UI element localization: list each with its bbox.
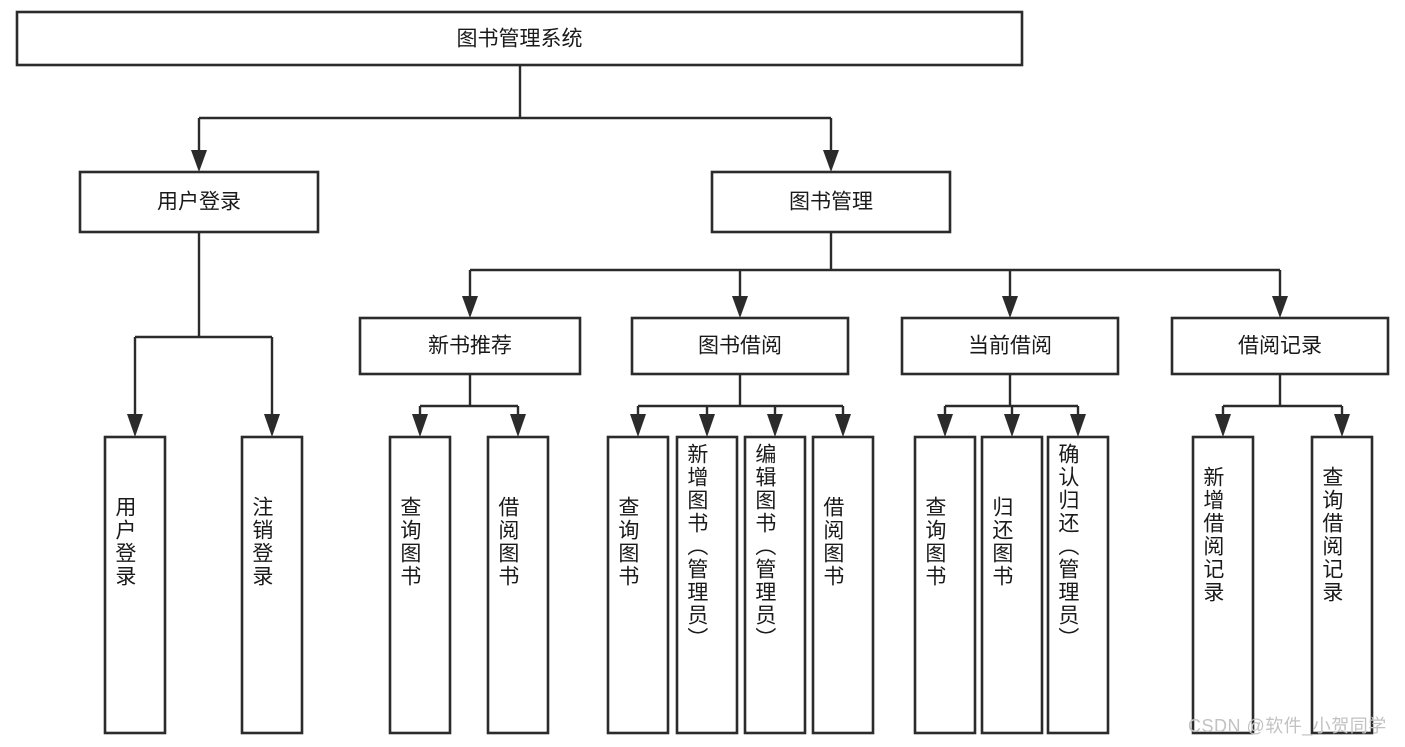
arrow-to-borrow bbox=[732, 296, 748, 318]
leaf-box-add-book-admin[interactable] bbox=[675, 435, 739, 735]
node-box[interactable] bbox=[900, 316, 1120, 376]
edge-group bbox=[127, 65, 1350, 437]
node-current-borrow[interactable]: 当前借阅 bbox=[900, 316, 1120, 376]
leaf-box-confirm-return-admin[interactable] bbox=[1046, 435, 1110, 735]
arrow-record-l1 bbox=[1215, 414, 1231, 437]
node-box[interactable] bbox=[630, 316, 850, 376]
arrow-to-current-borrow bbox=[1002, 296, 1018, 318]
node-book-borrow[interactable]: 图书借阅 bbox=[630, 316, 850, 376]
node-book-management-system[interactable]: 图书管理系统 bbox=[15, 10, 1024, 67]
arrow-current-l2 bbox=[1004, 414, 1020, 437]
leaf-box-add-borrow-record[interactable] bbox=[1191, 435, 1255, 735]
node-user-login[interactable]: 用户登录 bbox=[78, 170, 320, 234]
node-label: 借阅记录 bbox=[1238, 335, 1322, 358]
node-new-book-recommend[interactable]: 新书推荐 bbox=[358, 316, 582, 376]
leaf-box-borrow-book[interactable] bbox=[811, 435, 875, 735]
node-label: 图书管理系统 bbox=[457, 28, 583, 51]
node-label: 图书管理 bbox=[789, 191, 873, 214]
arrow-to-user-login bbox=[191, 150, 207, 172]
csdn-watermark: CSDN @软件_小贺同学 bbox=[1188, 716, 1387, 736]
leaf-box-query-book-newbook[interactable] bbox=[388, 435, 452, 735]
arrow-current-l3 bbox=[1070, 414, 1086, 437]
node-box[interactable] bbox=[358, 316, 582, 376]
node-box[interactable] bbox=[15, 10, 1024, 67]
leaf-box-logout[interactable] bbox=[240, 435, 304, 735]
arrow-user-login-l1 bbox=[127, 414, 143, 437]
arrow-to-book-mgmt bbox=[823, 150, 839, 172]
node-label: 新书推荐 bbox=[428, 335, 512, 358]
node-borrow-record[interactable]: 借阅记录 bbox=[1170, 316, 1390, 376]
leaf-box-return-book[interactable] bbox=[980, 435, 1044, 735]
arrow-borrow-l2 bbox=[699, 414, 715, 437]
node-box[interactable] bbox=[1170, 316, 1390, 376]
leaf-box-borrow-book-newbook[interactable] bbox=[486, 435, 550, 735]
node-box[interactable] bbox=[78, 170, 320, 234]
arrow-borrow-l3 bbox=[767, 414, 783, 437]
leaf-box-group bbox=[103, 435, 1374, 735]
leaf-box-query-borrow-record[interactable] bbox=[1310, 435, 1374, 735]
arrow-user-login-l2 bbox=[264, 414, 280, 437]
arrow-to-newbook bbox=[462, 296, 478, 318]
node-book-management[interactable]: 图书管理 bbox=[710, 170, 952, 234]
leaf-box-query-book-current[interactable] bbox=[913, 435, 977, 735]
leaf-box-edit-book-admin[interactable] bbox=[743, 435, 807, 735]
arrow-current-l1 bbox=[937, 414, 953, 437]
node-label: 用户登录 bbox=[157, 191, 241, 214]
arrow-newbook-l1 bbox=[412, 414, 428, 437]
leaf-box-query-book-borrow[interactable] bbox=[606, 435, 670, 735]
node-label: 当前借阅 bbox=[968, 335, 1052, 358]
node-box[interactable] bbox=[710, 170, 952, 234]
arrow-borrow-l4 bbox=[835, 414, 851, 437]
arrow-newbook-l2 bbox=[510, 414, 526, 437]
arrow-to-borrow-record bbox=[1272, 296, 1288, 318]
node-label: 图书借阅 bbox=[698, 335, 782, 358]
arrow-borrow-l1 bbox=[630, 414, 646, 437]
arrow-record-l2 bbox=[1334, 414, 1350, 437]
leaf-box-user-login[interactable] bbox=[103, 435, 167, 735]
